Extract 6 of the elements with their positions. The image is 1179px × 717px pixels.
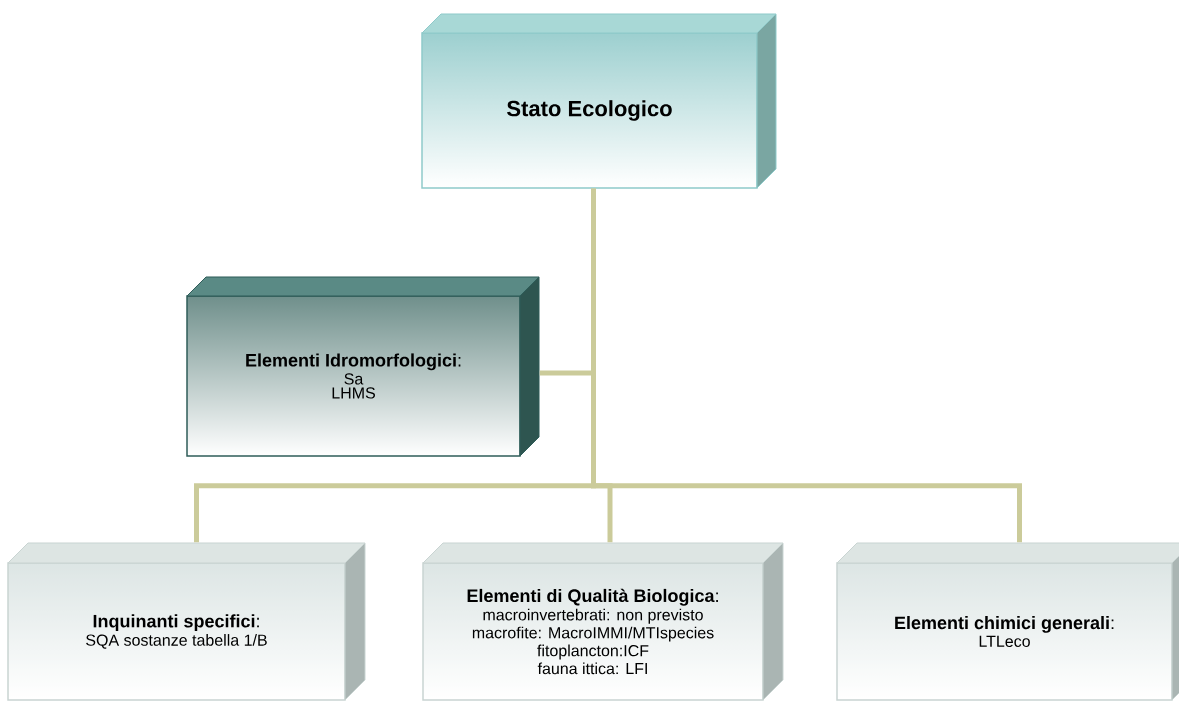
block-box: Elementi di Qualità Biologica: macroinvertebrati: non previsto macrofite: MacroIMMI/MTIspecies fitoplancton:ICF fauna ittica: LFI	[422, 542, 784, 701]
block-box: Elementi Idromorfologici: Sa LHMS	[186, 276, 540, 457]
block-box: Stato Ecologico	[421, 13, 777, 189]
block-box: Elementi chimici generali: LTLeco	[836, 542, 1179, 701]
block-box: Inquinanti specifici: SQA sostanze tabella 1/B	[7, 542, 366, 701]
connector-line	[591, 188, 1022, 543]
